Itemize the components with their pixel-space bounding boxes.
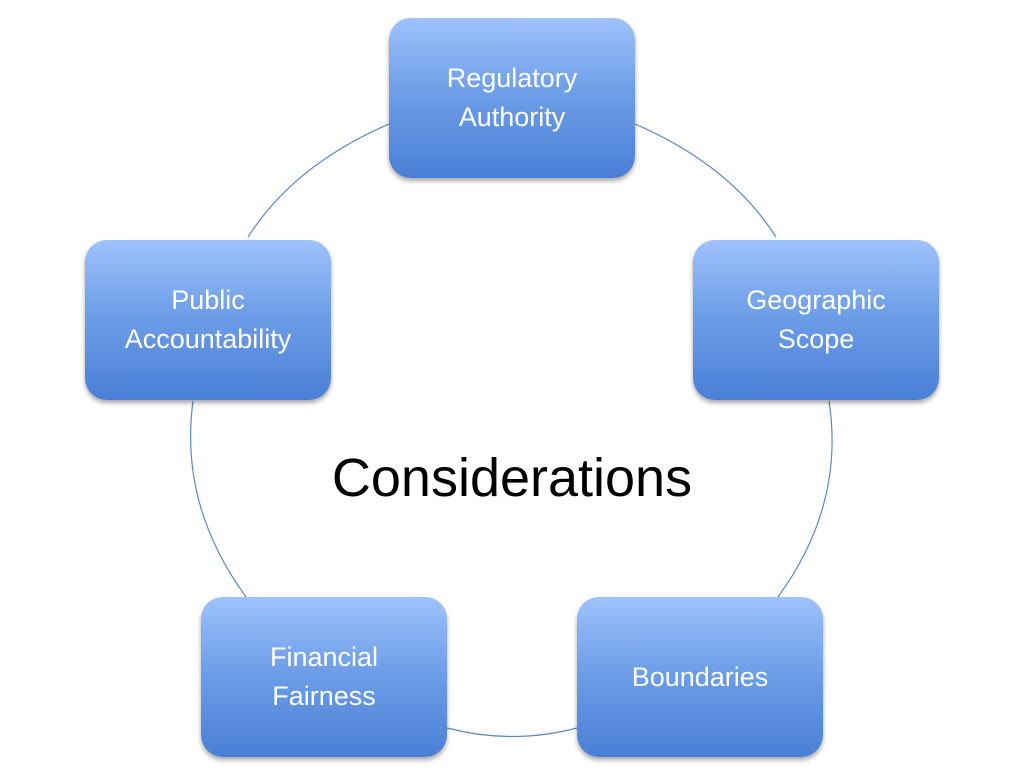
arc-financial-public (190, 400, 247, 598)
node-financial-fairness: Financial Fairness (201, 597, 447, 757)
node-label: Public Accountability (124, 285, 292, 354)
arc-public-regulatory (247, 123, 390, 238)
node-boundaries: Boundaries (577, 597, 823, 757)
node-label: Boundaries (631, 661, 769, 692)
node-label: Regulatory Authority (446, 63, 578, 132)
node-label: Financial Fairness (269, 642, 379, 711)
node-label: Geographic Scope (746, 285, 886, 354)
arc-geographic-boundaries (777, 400, 833, 598)
node-geographic-scope: Geographic Scope (693, 240, 939, 400)
center-title: Considerations (331, 448, 693, 508)
node-public-accountability: Public Accountability (85, 240, 331, 400)
arc-regulatory-geographic (634, 123, 777, 238)
arc-boundaries-financial (446, 727, 578, 738)
node-regulatory-authority: Regulatory Authority (389, 18, 635, 178)
